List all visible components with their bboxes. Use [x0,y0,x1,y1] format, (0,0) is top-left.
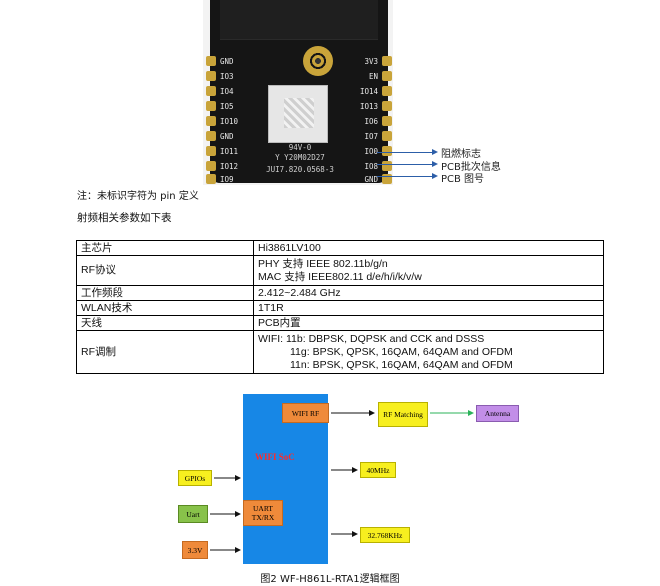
pad [382,131,392,141]
table-row: RF调制 WIFI: 11b: DBPSK, DQPSK and CCK and… [76,330,604,374]
pin-label: IO10 [220,117,239,126]
wifi-soc-label: WIFI SoC [255,452,295,462]
module-photo: GND IO3 IO4 IO5 IO10 GND IO11 IO12 IO9 3… [203,0,393,185]
pad [206,101,216,111]
table-key: 主芯片 [76,240,254,256]
pad [206,146,216,156]
table-key: RF调制 [76,330,254,374]
pad [382,101,392,111]
test-point-ring [303,46,333,76]
table-key: WLAN技术 [76,300,254,316]
table-value: WIFI: 11b: DBPSK, DQPSK and CCK and DSSS… [253,330,604,374]
table-line: 11n: BPSK, QPSK, 16QAM, 64QAM and OFDM [290,358,513,371]
pin-label: IO11 [220,147,239,156]
pin-label: 3V3 [364,57,378,66]
pad [382,86,392,96]
uart-block: UART TX/RX [243,500,283,526]
pad [382,116,392,126]
pin-label: GND [364,175,378,184]
table-line: PHY 支持 IEEE 802.11b/g/n [258,257,388,270]
pin-label: IO5 [220,102,234,111]
table-line: 11g: BPSK, QPSK, 16QAM, 64QAM and OFDM [290,345,513,358]
pin-label: IO0 [364,147,378,156]
pin-label: EN [368,72,378,81]
qr-code-icon [284,98,314,128]
rf-matching-block: RF Matching [378,402,428,427]
pad [382,71,392,81]
module-board: GND IO3 IO4 IO5 IO10 GND IO11 IO12 IO9 3… [206,0,392,184]
callout-line [377,176,433,177]
pin-label: IO7 [364,132,378,141]
callout-flame: 阻燃标志 [441,149,481,160]
table-row: 主芯片 Hi3861LV100 [76,240,604,256]
pin-label: IO3 [220,72,234,81]
uart-port-block: Uart [178,505,208,523]
pad [206,71,216,81]
table-value: PHY 支持 IEEE 802.11b/g/n MAC 支持 IEEE802.1… [253,255,604,286]
pad [206,86,216,96]
table-row: RF协议 PHY 支持 IEEE 802.11b/g/n MAC 支持 IEEE… [76,255,604,286]
power-block: 3.3V [182,541,208,559]
wifi-rf-block: WIFI RF [282,403,329,423]
table-intro: 射频相关参数如下表 [77,212,172,224]
clock-32k-block: 32.768KHz [360,527,410,543]
pad [206,161,216,171]
callout-line [377,152,433,153]
pin-note: 注：未标识字符为 pin 定义 [77,191,199,202]
figure-caption: 图2 WF-H861L-RTA1逻辑框图 [260,574,400,585]
pad [206,116,216,126]
pad [206,174,216,184]
flame-rating-mark: 94V-0 [288,143,312,152]
table-row: WLAN技术 1T1R [76,300,604,316]
pad [206,131,216,141]
callout-drawing: PCB 图号 [441,174,485,185]
pad [382,174,392,184]
pin-label: IO6 [364,117,378,126]
pin-label: IO8 [364,162,378,171]
clock-40mhz-block: 40MHz [360,462,396,478]
arrow-icon [432,161,438,167]
callout-line [377,164,433,165]
callout-batch: PCB批次信息 [441,162,501,173]
table-line: MAC 支持 IEEE802.11 d/e/h/i/k/v/w [258,270,422,283]
pin-label: IO13 [359,102,378,111]
pin-label: IO4 [220,87,234,96]
table-key: 天线 [76,315,254,331]
pad [382,146,392,156]
arrow-icon [432,149,438,155]
table-line: WIFI: 11b: DBPSK, DQPSK and CCK and DSSS [258,332,485,345]
table-key: 工作频段 [76,285,254,301]
gpios-block: GPIOs [178,470,212,486]
pin-label: GND [220,132,234,141]
batch-mark: Y Y20M02D27 [275,153,325,162]
pad [382,56,392,66]
pad [382,161,392,171]
antenna-area [220,0,378,40]
drawing-number-mark: JUI7.820.0568-3 [266,165,334,174]
pad [206,56,216,66]
table-row: 天线 PCB内置 [76,315,604,331]
pin-label: IO12 [220,162,239,171]
shield-can [268,85,328,143]
pin-label: IO14 [359,87,378,96]
pin-label: IO9 [220,175,234,184]
pin-label: GND [220,57,234,66]
antenna-block: Antenna [476,405,519,422]
arrow-icon [432,173,438,179]
rf-param-table: 主芯片 Hi3861LV100 RF协议 PHY 支持 IEEE 802.11b… [76,240,604,374]
